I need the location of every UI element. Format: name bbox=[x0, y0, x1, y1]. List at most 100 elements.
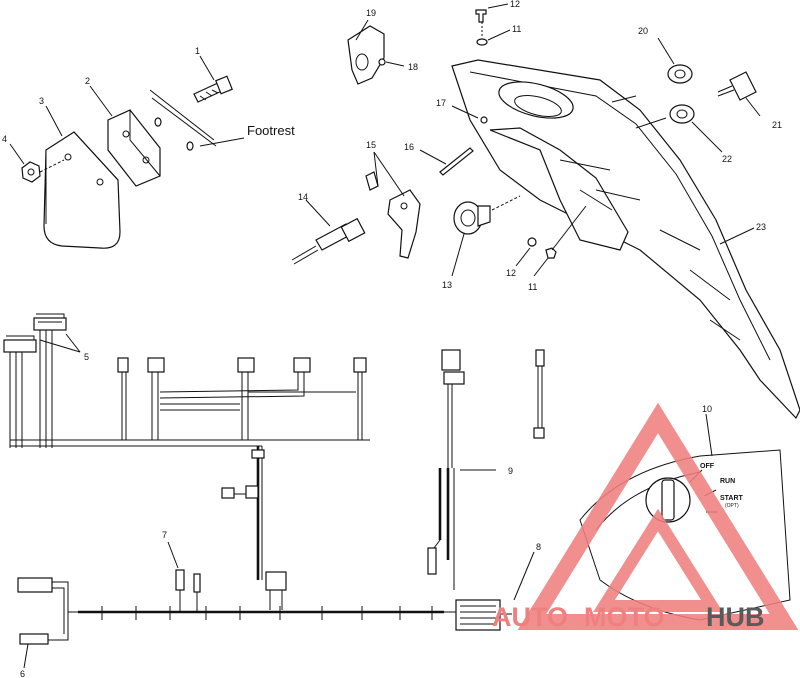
nut bbox=[21, 161, 41, 183]
leader-line bbox=[451, 105, 479, 119]
connector bbox=[221, 487, 235, 499]
grommet bbox=[669, 104, 695, 124]
wire bbox=[121, 372, 127, 440]
watermark-logo bbox=[517, 402, 799, 630]
jumper-wire bbox=[533, 349, 545, 439]
leader-line bbox=[199, 55, 215, 81]
callout-11-lower: 11 bbox=[528, 282, 537, 292]
callout-22: 22 bbox=[722, 154, 732, 164]
leader-line bbox=[89, 85, 113, 117]
callout-12-top: 12 bbox=[510, 0, 520, 9]
callout-8: 8 bbox=[536, 542, 541, 552]
washer bbox=[154, 117, 162, 127]
footrest-frame-line bbox=[151, 97, 217, 147]
assembly-line bbox=[491, 195, 521, 211]
wire bbox=[269, 590, 283, 610]
switch-start-sub-label: (OPT) bbox=[725, 503, 739, 509]
wire-bundle bbox=[39, 330, 53, 448]
callout-6: 6 bbox=[20, 669, 25, 678]
callout-20: 20 bbox=[638, 26, 648, 36]
footrest-frame-line bbox=[149, 89, 215, 141]
harness-clip bbox=[251, 449, 265, 459]
callout-16: 16 bbox=[404, 142, 414, 152]
assembly-line bbox=[39, 159, 65, 173]
leader-line bbox=[533, 257, 549, 277]
connector-row bbox=[117, 357, 367, 373]
washer bbox=[186, 141, 194, 151]
bracket bbox=[347, 25, 386, 85]
switch-start-label: START bbox=[720, 495, 744, 502]
switch-off-label: OFF bbox=[700, 463, 715, 470]
assembly-line bbox=[551, 205, 587, 251]
connector bbox=[245, 485, 259, 499]
leader-line bbox=[745, 97, 761, 117]
ignition-key bbox=[717, 71, 757, 101]
ignition-switch bbox=[453, 201, 491, 235]
plug bbox=[175, 569, 201, 612]
leader-line bbox=[385, 61, 405, 67]
leader-line bbox=[9, 143, 25, 165]
grommet bbox=[667, 64, 693, 84]
callout-18: 18 bbox=[408, 62, 418, 72]
leader-line bbox=[513, 551, 535, 601]
leader-line bbox=[167, 541, 179, 569]
assembly-line bbox=[611, 95, 637, 103]
leader-line bbox=[487, 29, 511, 41]
callout-15: 15 bbox=[366, 140, 376, 150]
callout-1: 1 bbox=[195, 46, 200, 56]
nut bbox=[545, 247, 557, 259]
leader-line bbox=[419, 149, 447, 165]
left-connector bbox=[17, 577, 78, 645]
callout-3: 3 bbox=[39, 96, 44, 106]
leader-line bbox=[487, 3, 509, 9]
callout-14: 14 bbox=[298, 192, 308, 202]
nut-hole bbox=[27, 168, 35, 176]
assembly-line bbox=[635, 117, 667, 129]
callout-19: 19 bbox=[366, 8, 376, 18]
switch-run-label: RUN bbox=[720, 478, 735, 485]
pin bbox=[439, 147, 474, 176]
harness-trunk bbox=[10, 439, 370, 447]
wire bbox=[159, 372, 305, 399]
connector bbox=[265, 571, 287, 591]
leader-line bbox=[373, 151, 405, 197]
leader-line bbox=[45, 105, 63, 137]
screw bbox=[527, 237, 537, 247]
watermark-triangle-outer bbox=[517, 402, 799, 630]
wire-bundle bbox=[9, 352, 23, 448]
leader-line bbox=[515, 247, 531, 267]
console-housing bbox=[451, 59, 800, 420]
callout-2: 2 bbox=[85, 76, 90, 86]
callout-11-top: 11 bbox=[512, 24, 521, 34]
leader-line bbox=[657, 37, 675, 65]
harness-ties bbox=[101, 606, 433, 620]
callout-4: 4 bbox=[2, 134, 7, 144]
callout-7: 7 bbox=[162, 530, 167, 540]
watermark-triangle-inner bbox=[593, 508, 723, 612]
leader-line bbox=[691, 121, 723, 153]
leader-line bbox=[355, 19, 369, 41]
bolt bbox=[193, 75, 233, 103]
leader-line bbox=[451, 233, 465, 277]
screw bbox=[475, 9, 487, 23]
callout-12-lower: 12 bbox=[506, 268, 516, 278]
spacer-plate bbox=[107, 109, 161, 187]
washer bbox=[476, 38, 488, 46]
watermark-text-moto: MOTO bbox=[584, 602, 665, 632]
watermark-text-hub: HUB bbox=[706, 602, 765, 632]
callout-9: 9 bbox=[508, 466, 513, 476]
footrest-leader bbox=[199, 137, 245, 147]
leader-line bbox=[23, 643, 29, 669]
wire bbox=[241, 372, 249, 440]
watermark-text-auto: AUTO bbox=[492, 602, 568, 632]
harness-vertical bbox=[427, 349, 465, 590]
callout-5: 5 bbox=[84, 352, 89, 362]
leader-line bbox=[305, 199, 331, 227]
watermark-text: AUTO MOTO HUB bbox=[492, 602, 765, 632]
clip bbox=[480, 116, 488, 124]
wire bbox=[357, 372, 363, 440]
leader-line bbox=[719, 227, 755, 245]
wire bbox=[151, 372, 159, 440]
